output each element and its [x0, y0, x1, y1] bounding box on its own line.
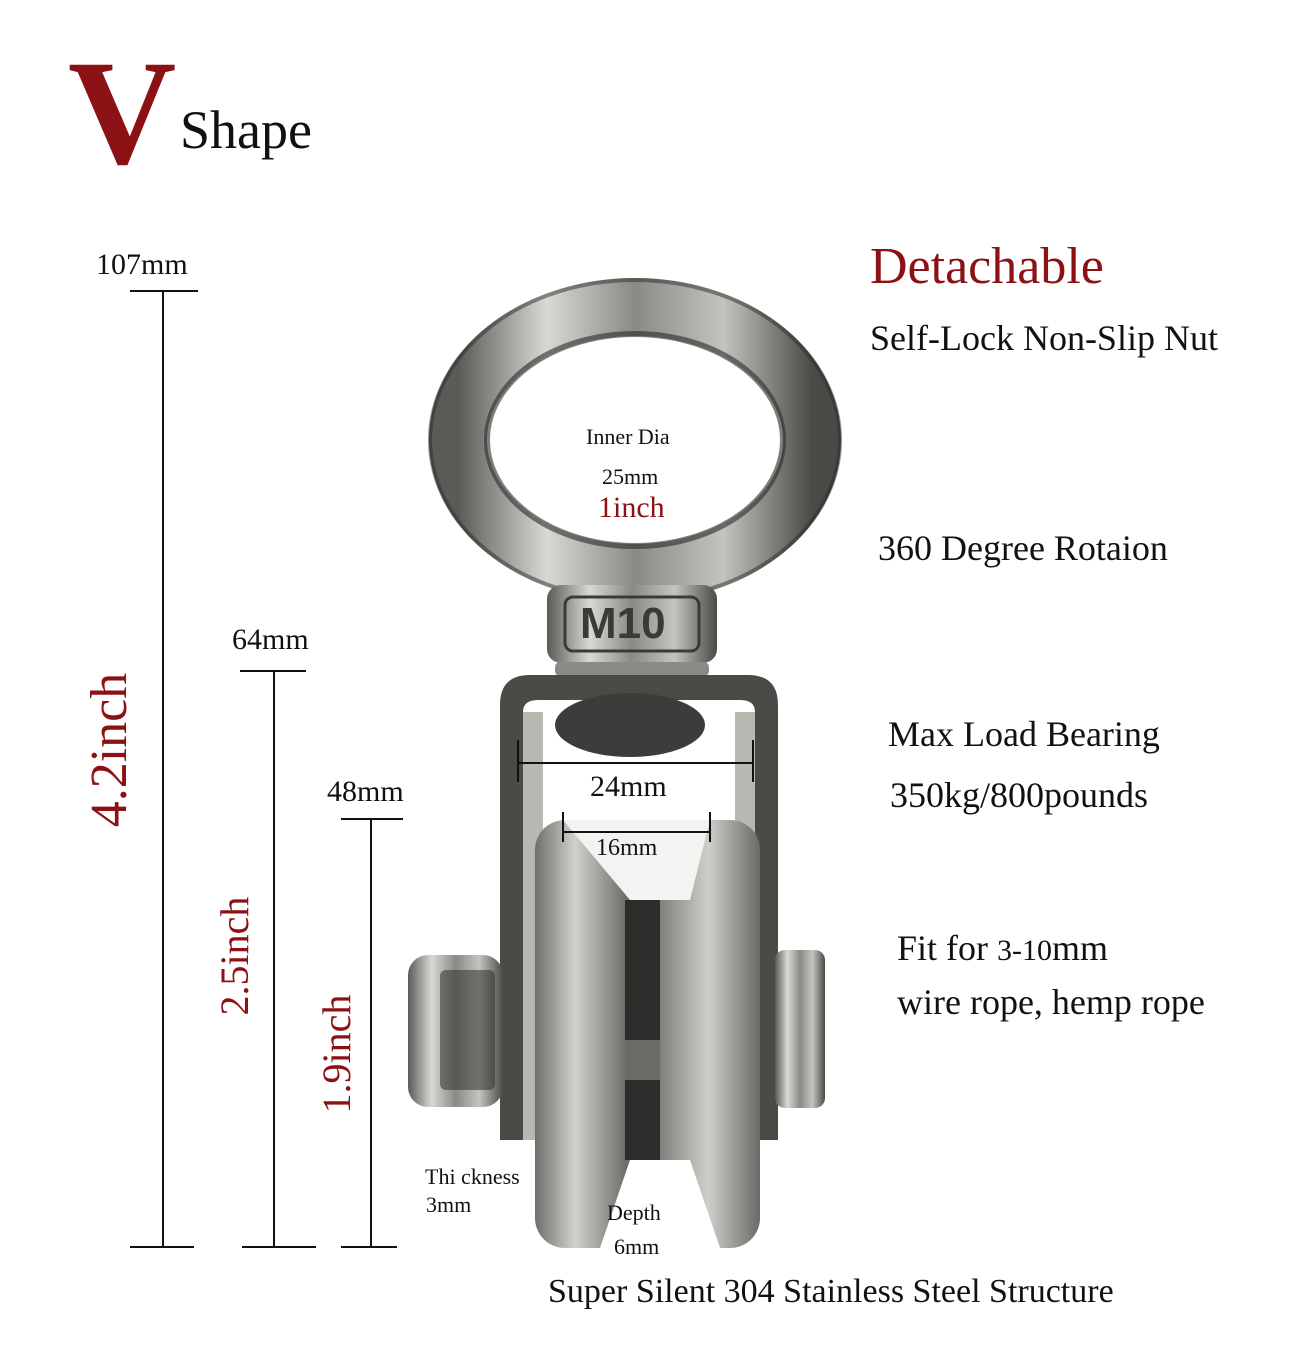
overall-height-inch: 4.2inch — [81, 672, 138, 828]
feature-detachable-title: Detachable — [870, 238, 1104, 295]
wheel-height-mm: 48mm — [327, 775, 404, 808]
m10-thread-mark: M10 — [580, 599, 666, 648]
v-groove-wheel — [535, 820, 760, 1248]
wheel-height-inch: 1.9inch — [314, 994, 359, 1114]
hex-nut-right — [775, 950, 825, 1108]
dim-line-48-vertical — [370, 818, 372, 1247]
groove-width-label: 16mm — [596, 835, 658, 861]
feature-load-value: 350kg/800pounds — [890, 775, 1149, 815]
dim-line-107-vertical — [162, 290, 164, 1247]
dim-line-107-top — [130, 290, 198, 292]
feature-load-title: Max Load Bearing — [888, 714, 1160, 754]
lock-nut-left — [408, 955, 503, 1107]
bracket-height-inch: 2.5inch — [212, 896, 257, 1016]
overall-height-mm: 107mm — [96, 248, 188, 281]
dim-16-right-tick — [709, 812, 711, 842]
fit-prefix: Fit for — [897, 928, 998, 968]
feature-rotation: 360 Degree Rotaion — [878, 528, 1168, 568]
title-shape-word: Shape — [180, 100, 312, 160]
bracket-height-mm: 64mm — [232, 623, 309, 656]
depth-value: 6mm — [614, 1234, 660, 1259]
title-v-letter: V — [68, 30, 177, 196]
inner-dia-label: Inner Dia — [586, 424, 670, 449]
dim-line-64-vertical — [273, 670, 275, 1247]
dim-line-48-top — [341, 818, 403, 820]
feature-detachable-subtitle: Self-Lock Non-Slip Nut — [870, 318, 1218, 358]
thickness-value: 3mm — [426, 1192, 472, 1217]
dim-24-right-tick — [752, 740, 754, 782]
dim-line-64-bottom — [242, 1246, 316, 1248]
inner-dia-inch: 1inch — [598, 491, 665, 524]
feature-fit-line1: Fit for 3-10mm — [897, 928, 1108, 971]
feature-fit-types: wire rope, hemp rope — [897, 982, 1205, 1022]
fit-unit: mm — [1052, 928, 1109, 968]
dim-24-left-tick — [517, 740, 519, 782]
dim-16-left-tick — [562, 812, 564, 842]
inner-dia-mm: 25mm — [602, 464, 659, 489]
footer-material-text: Super Silent 304 Stainless Steel Structu… — [548, 1273, 1114, 1310]
thickness-label: Thi ckness — [425, 1164, 520, 1189]
depth-label: Depth — [607, 1200, 661, 1225]
dim-line-48-bottom — [341, 1246, 397, 1248]
dim-24-line — [517, 762, 752, 764]
m10-collar — [547, 585, 717, 676]
dim-16-line — [562, 831, 710, 833]
fit-range: 3-10 — [997, 934, 1053, 967]
bracket-width-label: 24mm — [590, 770, 667, 803]
dim-line-107-bottom — [130, 1246, 194, 1248]
